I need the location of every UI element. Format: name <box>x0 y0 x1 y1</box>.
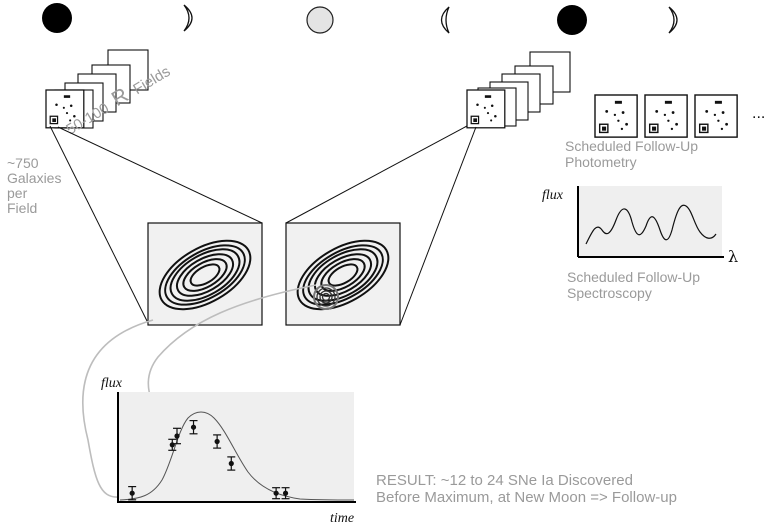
light-curve-point <box>128 486 137 501</box>
data-point <box>228 460 234 467</box>
light-curve-model <box>119 411 355 501</box>
field-stack-left: ... <box>45 49 149 129</box>
data-point <box>129 490 135 496</box>
supernova-marker <box>313 284 339 310</box>
galaxy-panel-supernova <box>285 222 401 326</box>
photometry-thumbnails: ... <box>594 94 765 138</box>
new-moon-icon <box>557 5 587 35</box>
galaxy-panel-reference <box>147 222 263 326</box>
lightcurve-xlabel: time <box>330 511 354 526</box>
spectroscopy-label-line1: Scheduled Follow-Up <box>567 269 700 285</box>
data-point <box>214 438 220 445</box>
photometry-field <box>694 94 738 138</box>
result-line1: RESULT: ~12 to 24 SNe Ia Discovered <box>376 472 633 489</box>
spectrum-ylabel: flux <box>542 188 564 203</box>
light-curve-point <box>281 487 290 500</box>
photometry-field <box>594 94 638 138</box>
light-curve-point <box>189 420 198 435</box>
data-point <box>282 490 289 496</box>
data-point <box>273 490 279 496</box>
light-curve-plot: flux time <box>101 376 356 526</box>
galaxies-per-field-label: ~750 Galaxies per Field <box>7 155 61 216</box>
spectrum-xlabel: λ <box>728 247 738 266</box>
result-line2: Before Maximum, at New Moon => Follow-up <box>376 489 677 506</box>
first-quarter-moon-icon <box>668 6 678 34</box>
light-curve-point <box>227 456 236 471</box>
galaxies-line1: ~750 <box>7 155 39 171</box>
photometry-label-line1: Scheduled Follow-Up <box>565 138 698 154</box>
field-thumbnail <box>466 89 506 129</box>
new-moon-icon <box>42 3 72 33</box>
data-point <box>169 442 175 448</box>
first-quarter-moon-icon <box>183 4 193 32</box>
light-curve-point <box>272 487 281 500</box>
spectroscopy-label-line2: Spectroscopy <box>567 285 652 301</box>
light-curve-point <box>173 427 181 445</box>
last-quarter-moon-icon <box>440 6 450 34</box>
spectrum-plot: flux λ <box>542 186 738 266</box>
galaxies-line3: per <box>7 185 28 201</box>
data-point <box>190 424 197 430</box>
moon-phase-row <box>42 3 678 35</box>
light-curve-points <box>128 420 290 501</box>
galaxies-line4: Field <box>7 200 37 216</box>
data-point <box>174 433 180 439</box>
spectrum-curve <box>585 204 717 245</box>
light-curve-point <box>213 434 222 449</box>
photometry-ellipsis: ... <box>752 105 765 122</box>
photometry-field <box>644 94 688 138</box>
full-moon-icon <box>306 6 334 34</box>
lightcurve-ylabel: flux <box>101 376 123 391</box>
galaxies-line2: Galaxies <box>7 170 61 186</box>
zoom-lines <box>49 125 477 326</box>
field-stack-right: ... <box>466 51 571 129</box>
photometry-label-line2: Photometry <box>565 154 637 170</box>
